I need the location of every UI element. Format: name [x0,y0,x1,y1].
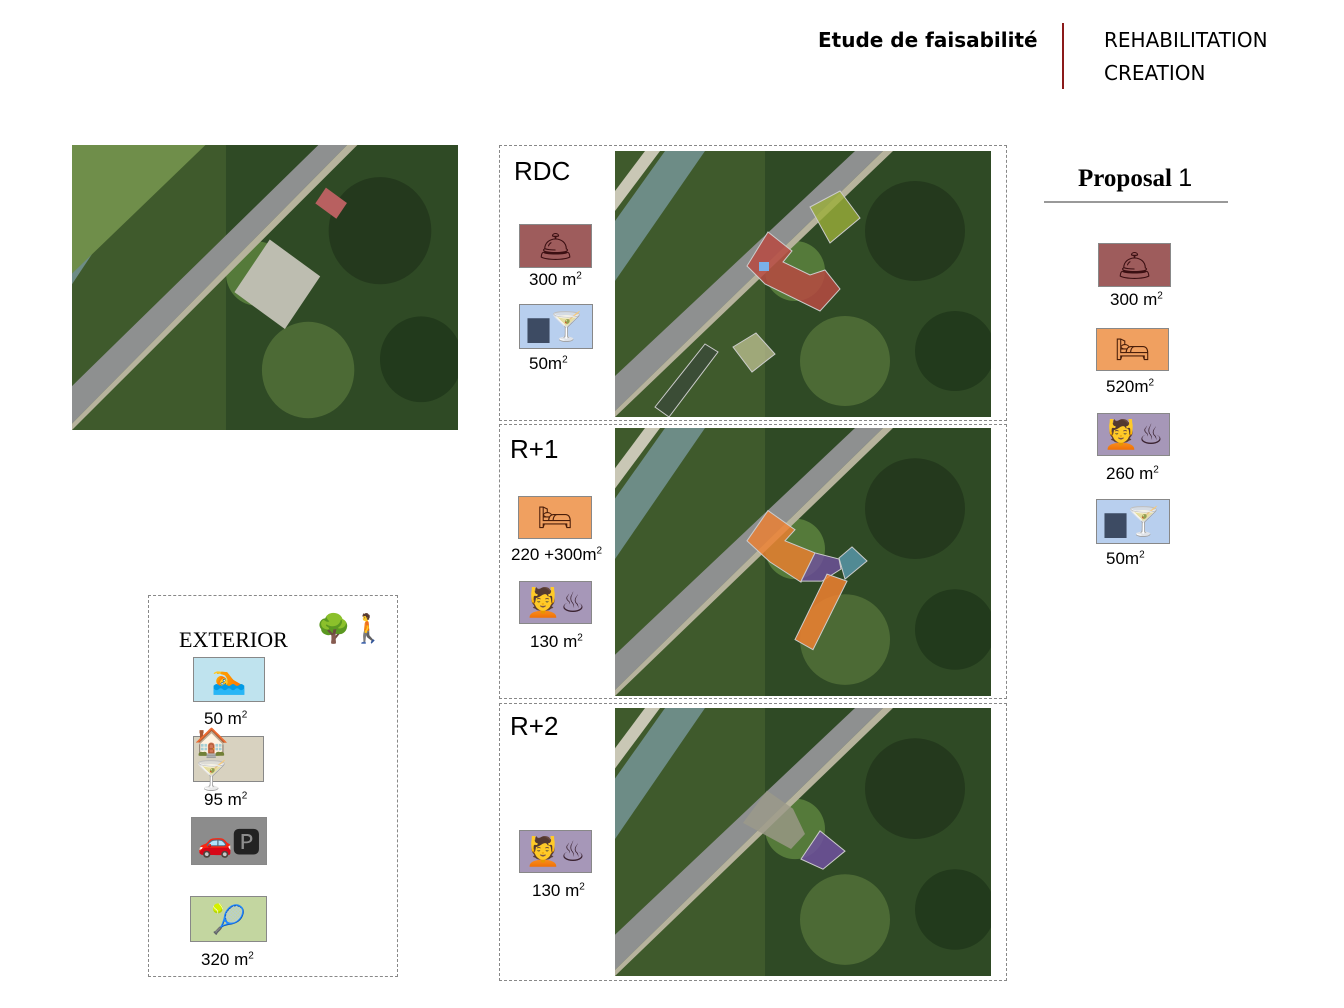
exterior-title: EXTERIOR [179,627,288,652]
header-divider [1062,23,1064,89]
area-label: 320 m2 [201,950,254,969]
rdc-plan-map [615,151,991,417]
area-label: 260 m2 [1106,464,1159,483]
parking-icon: 🚗🅿 [191,817,267,865]
level-label: R+2 [510,711,559,741]
barn-bar-icon: 🏠🍸 [193,727,264,791]
area-label: 95 m2 [204,790,248,809]
reception-bar-icon: ▆🍸 [519,304,593,349]
area-label: 50m2 [1106,549,1145,568]
area-label: 300 m2 [1110,290,1163,309]
tennis-icon: 🎾 [190,896,267,942]
proposal-underline [1044,201,1228,203]
level-label: RDC [514,156,571,186]
r1-plan-map [615,428,991,696]
r2-plan-map [615,708,991,976]
level-label: R+1 [510,434,559,464]
level-panel-r2 [499,703,1007,981]
spa-massage-icon: 💆♨ [1097,413,1170,456]
spa-massage-icon: 💆♨ [519,581,592,624]
site-aerial-photo [72,145,458,430]
trees-hiking-icon: 🌳🚶 [316,613,386,644]
area-label: 50m2 [529,354,568,373]
area-label: 300 m2 [529,270,582,289]
swimming-pool-icon: 🏊 [193,657,265,702]
area-label: 520m2 [1106,377,1155,396]
area-label: 220 +300m2 [511,545,603,564]
level-panel-r1 [499,424,1007,699]
hotel-bed-icon: 🛏 [1096,328,1169,371]
restaurant-icon: 🛎 [519,224,592,268]
area-label: 130 m2 [532,881,585,900]
area-label: 130 m2 [530,632,583,651]
level-panel-rdc [499,145,1007,421]
hotel-bed-icon: 🛏 [518,496,592,539]
restaurant-icon: 🛎 [1098,243,1171,287]
header-rehabilitation: REHABILITATION [1104,28,1268,52]
document-title: Etude de faisabilité [818,28,1038,52]
reception-bar-icon: ▆🍸 [1096,499,1170,544]
header-creation: CREATION [1104,61,1206,85]
exterior-panel [148,595,398,977]
spa-massage-icon: 💆♨ [519,830,592,873]
area-label: 50 m2 [204,709,248,728]
proposal-title: Proposal 1 [1078,164,1193,192]
